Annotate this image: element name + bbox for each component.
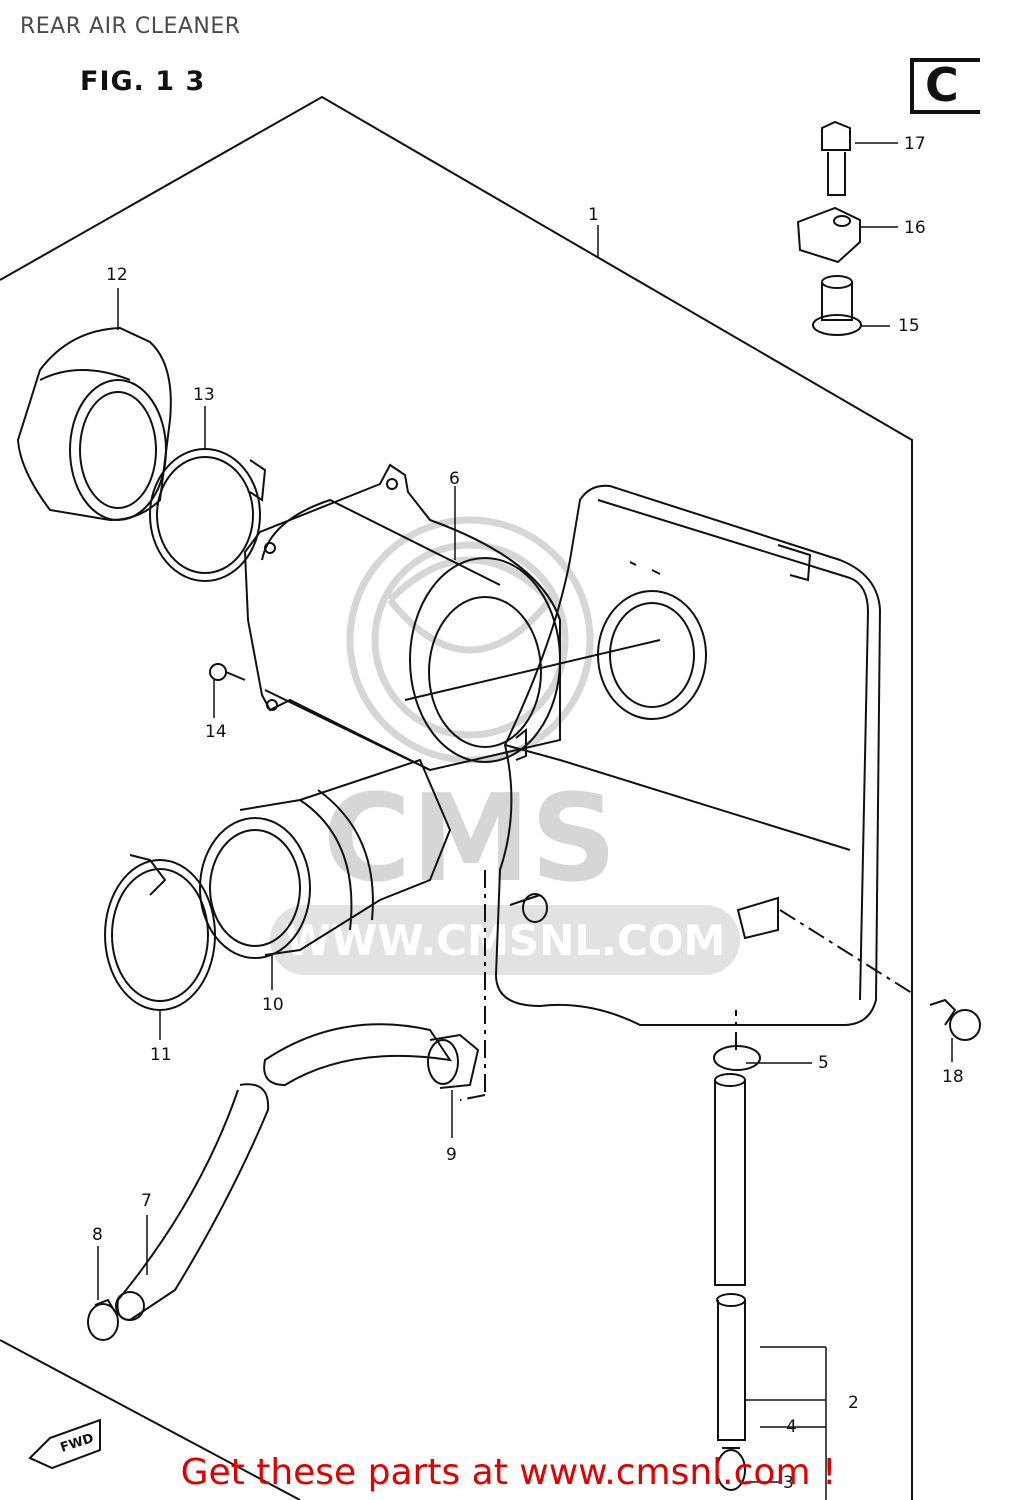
parts-15-16-17 xyxy=(796,120,862,336)
hose-7 xyxy=(115,1083,270,1322)
page-title: REAR AIR CLEANER xyxy=(20,14,241,39)
watermark-site: WWW.CMSNL.COM xyxy=(285,916,726,965)
dashed-guides xyxy=(459,870,916,1101)
air-cleaner-case xyxy=(494,484,882,1026)
callout-18: 18 xyxy=(942,1067,964,1087)
cap-8 xyxy=(87,1298,119,1341)
callout-11: 11 xyxy=(150,1045,172,1065)
callout-14: 14 xyxy=(205,722,227,742)
callout-4: 4 xyxy=(786,1417,797,1437)
leader-lines xyxy=(97,142,953,1500)
figure-label: FIG. 1 3 xyxy=(80,66,206,97)
watermark-brand: CMS xyxy=(323,770,617,909)
callout-7: 7 xyxy=(141,1191,152,1211)
callout-17: 17 xyxy=(904,134,926,154)
callout-13: 13 xyxy=(193,385,215,405)
assembly-frame-bottom xyxy=(0,1339,301,1500)
callout-labels: 1 2 3 4 5 6 7 8 9 10 11 12 13 14 15 16 1… xyxy=(92,134,964,1493)
screw-14 xyxy=(209,663,246,681)
callout-12: 12 xyxy=(106,265,128,285)
callout-10: 10 xyxy=(262,995,284,1015)
callout-15: 15 xyxy=(898,316,920,336)
air-filter-element xyxy=(243,463,661,772)
assembly-frame xyxy=(0,95,913,1500)
callout-2: 2 xyxy=(848,1393,859,1413)
callout-8: 8 xyxy=(92,1225,103,1245)
callout-1: 1 xyxy=(588,205,599,225)
intake-duct-10 xyxy=(199,758,548,959)
callout-16: 16 xyxy=(904,218,926,238)
callout-6: 6 xyxy=(449,469,460,489)
intake-cover-12 xyxy=(16,326,172,522)
hose-upper xyxy=(263,1023,480,1089)
section-letter: C xyxy=(925,58,959,112)
callout-9: 9 xyxy=(446,1145,457,1165)
callout-5: 5 xyxy=(818,1053,829,1073)
clamp-13 xyxy=(149,448,267,582)
screw-18 xyxy=(929,998,981,1041)
callout-3: 3 xyxy=(783,1473,794,1493)
drain-tube-2 xyxy=(713,1045,761,1491)
cta-link[interactable]: Get these parts at www.cmsnl.com ! xyxy=(180,1452,837,1493)
section-box xyxy=(910,58,980,114)
clamp-11 xyxy=(104,854,216,1011)
